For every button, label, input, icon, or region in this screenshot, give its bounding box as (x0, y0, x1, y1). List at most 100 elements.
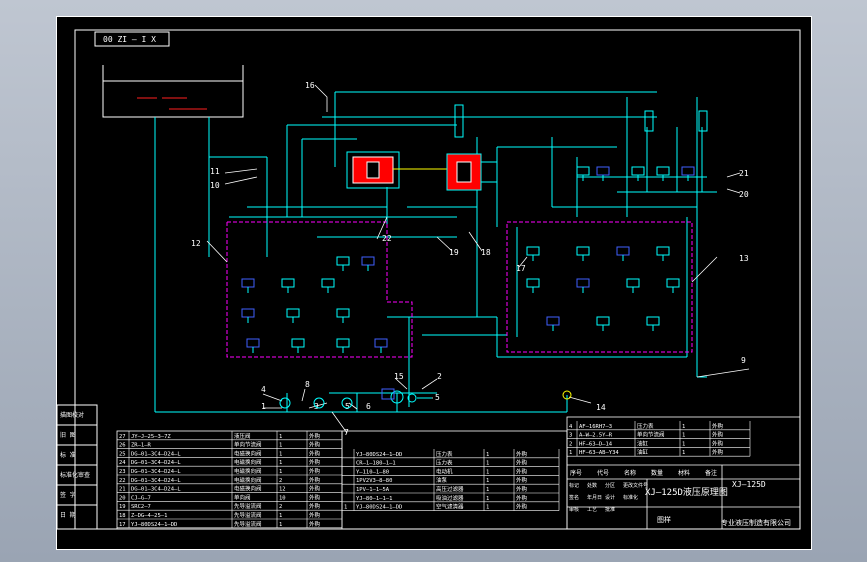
parts-right-cell: HF—63—D—14 (579, 441, 613, 447)
parts-mid-cell: 外购 (516, 503, 528, 511)
valve-26 (631, 166, 645, 176)
parts-left-cell: 单向节流阀 (234, 441, 262, 449)
parts-left-cell: 1 (279, 513, 282, 519)
block-cell: 年月日 (587, 494, 602, 501)
title-block-grid (567, 464, 800, 529)
parts-left-cell: 1 (279, 443, 282, 449)
parts-mid-cell: 外购 (516, 476, 528, 484)
parts-right-cell: 单向节流阀 (637, 431, 665, 439)
callout-leaders (206, 84, 750, 434)
hydraulic-schematic: 00 ZI — I X (57, 29, 801, 530)
parts-right-cell: 外购 (712, 439, 724, 447)
parts-left-cell: 10 (279, 495, 286, 501)
parts-left-cell: DG—01—3C4—D24—L (131, 478, 181, 484)
valve-22 (361, 256, 375, 266)
parts-right-cell: 油缸 (637, 439, 649, 447)
callout-21: 21 (739, 169, 749, 178)
valve-3 (321, 278, 335, 288)
parts-mid-cell: YJ—80DS24—1—DD (356, 505, 402, 511)
parts-left-cell: ZR—1—R (131, 443, 152, 449)
callout-9: 9 (741, 356, 746, 365)
valve-2 (281, 278, 295, 288)
parts-left-cell: 外购 (309, 449, 321, 457)
parts-left-cell: 外购 (309, 441, 321, 449)
drawing-title: XJ—125D液压原理图 (645, 486, 728, 498)
valve-17 (626, 278, 640, 288)
main-cylinder (346, 151, 447, 189)
block-cell: 批准 (605, 506, 615, 513)
secondary-cylinder (446, 153, 497, 191)
valve-25 (596, 166, 610, 176)
parts-right-cell: 外购 (712, 431, 724, 439)
side-stamp-label: 签 字 (60, 491, 76, 499)
parts-left-cell: SRC2—7 (131, 504, 151, 510)
valve-12 (576, 246, 590, 256)
callout-7: 7 (344, 428, 349, 437)
parts-left-cell: 外购 (309, 520, 321, 528)
drawing-sheet[interactable]: 00 ZI — I X (56, 16, 812, 550)
valve-19 (546, 316, 560, 326)
callout-17: 17 (516, 264, 526, 273)
parts-mid-cell: 外购 (516, 459, 528, 467)
parts-left-cell: 电磁换向阀 (234, 458, 262, 466)
callout-12: 12 (191, 239, 201, 248)
parts-left-cell: Z—DG—4—25—1 (131, 513, 167, 519)
parts-left-cell: 外购 (309, 467, 321, 475)
callout-19: 19 (449, 248, 459, 257)
parts-mid-cell: 1 (486, 487, 489, 493)
parts-mid-cell: 电动机 (436, 467, 453, 475)
block-cell: 分区 (605, 482, 615, 489)
parts-left-cell: 2 (279, 478, 282, 484)
parts-mid-cell: 外购 (516, 494, 528, 502)
title-header-cell: 数量 (651, 469, 663, 477)
parts-right-cell: A—W—2.5Y—R (579, 433, 613, 439)
parts-mid-cell: YJ—80—1—1—1 (356, 496, 392, 502)
valve-14 (656, 246, 670, 256)
parts-left-cell: 先导溢流阀 (234, 511, 262, 519)
parts-mid-cell: 1PV—1—1—5A (356, 487, 390, 493)
parts-left-cell: 外购 (309, 476, 321, 484)
block-cell: 设计 (605, 494, 615, 501)
parts-mid-cell: 1PV2V3—8—80 (356, 478, 392, 484)
parts-mid-cell: 1 (344, 505, 347, 511)
callout-2: 2 (437, 372, 442, 381)
valve-1 (241, 278, 255, 288)
parts-mid-cell: 压力表 (436, 459, 453, 467)
callout-20: 20 (739, 190, 749, 199)
parts-right-cell: 压力表 (637, 422, 654, 430)
parts-left-cell: 27 (119, 434, 126, 440)
parts-mid-cell: 压力表 (436, 450, 453, 458)
callout-3: 3 (314, 402, 319, 411)
parts-right-cell: 1 (682, 433, 685, 439)
valve-27 (656, 166, 670, 176)
parts-left-cell: 21 (119, 487, 126, 493)
parts-left-cell: CJ—G—7 (131, 495, 151, 501)
title-header-cell: 备注 (705, 469, 717, 477)
parts-mid-cell: 1 (486, 461, 489, 467)
block-cell: 审核 (569, 506, 579, 513)
parts-right-cell: 油缸 (637, 448, 649, 456)
hydraulic-lines (154, 91, 717, 413)
parts-right-cell: 外购 (712, 422, 724, 430)
callout-13: 13 (739, 254, 749, 263)
valve-5 (286, 308, 300, 318)
valve-16 (576, 278, 590, 288)
title-header-cell: 名称 (624, 469, 636, 477)
parts-table-grid (116, 416, 801, 530)
parts-left-cell: 1 (279, 469, 282, 475)
parts-mid-cell: 外购 (516, 450, 528, 458)
parts-left-cell: 液压阀 (234, 432, 251, 440)
parts-left-cell: DG—01—3C4—D24—L (131, 451, 181, 457)
parts-mid-cell: YJ—80DS24—1—DD (356, 452, 402, 458)
side-stamp-label: 标 准 (60, 451, 76, 459)
top-tag-text: 00 ZI — I X (103, 35, 156, 44)
callout-22: 22 (382, 234, 392, 243)
parts-left-cell: YJ—80DS24—1—DD (131, 522, 177, 528)
sheet-word: 图样 (657, 515, 671, 524)
callout-5b: 5 (345, 402, 350, 411)
callout-10: 10 (210, 181, 220, 190)
parts-mid-cell: 高压过滤器 (436, 485, 464, 493)
oil-tank (102, 65, 244, 118)
